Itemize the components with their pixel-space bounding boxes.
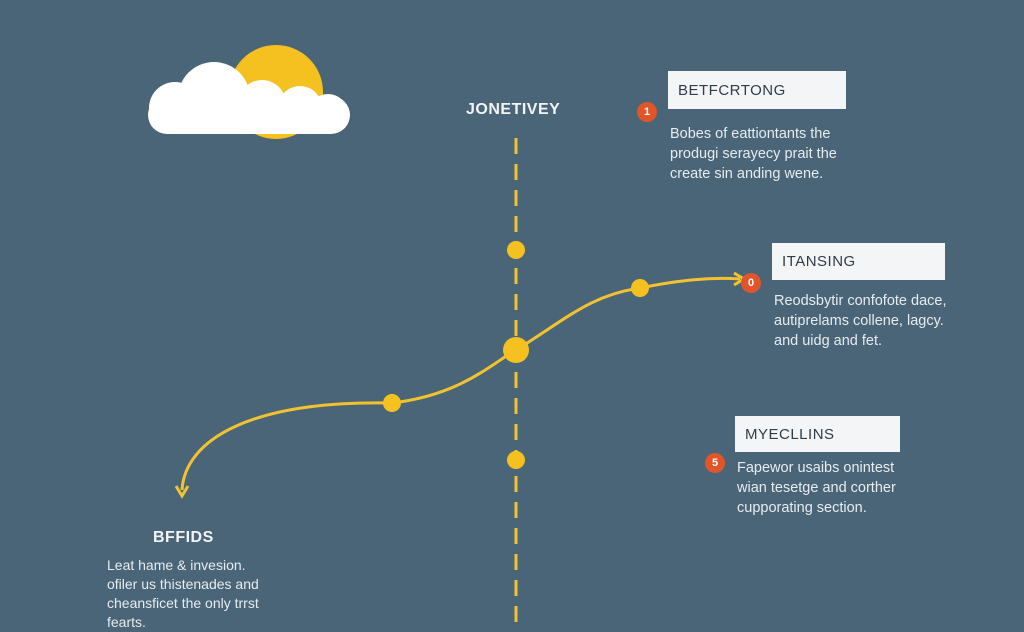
path-node-2	[631, 279, 649, 297]
step-3-badge: 5	[705, 453, 725, 473]
path-node-center	[503, 337, 529, 363]
step-2-badge: 0	[741, 273, 761, 293]
step-1-badge: 1	[637, 102, 657, 122]
cloud-icon	[148, 62, 350, 134]
path-node-1	[383, 394, 401, 412]
axis-title: JONETIVEY	[466, 101, 561, 118]
axis-node-bottom	[507, 451, 525, 469]
step-3-description: Fapewor usaibs onintest wian tesetge and…	[737, 460, 896, 516]
bottom-title: BFFIDS	[153, 529, 214, 546]
bottom-description: Leat hame & invesion. ofiler us thistena…	[107, 557, 259, 630]
arrowhead-bottom-icon	[174, 485, 190, 499]
sun-behind-cloud-icon	[148, 45, 350, 139]
step-1-title-box: BETFCRTONG	[668, 71, 846, 109]
journey-path	[180, 276, 741, 491]
axis-node-top	[507, 241, 525, 259]
step-2-title-box: ITANSING	[772, 243, 945, 280]
step-1-description: Bobes of eattiontants the produgi seraye…	[670, 126, 837, 182]
step-3-title-box: MYECLLINS	[735, 416, 900, 452]
step-2-description: Reodsbytir confofote dace, autiprelams c…	[774, 293, 947, 349]
